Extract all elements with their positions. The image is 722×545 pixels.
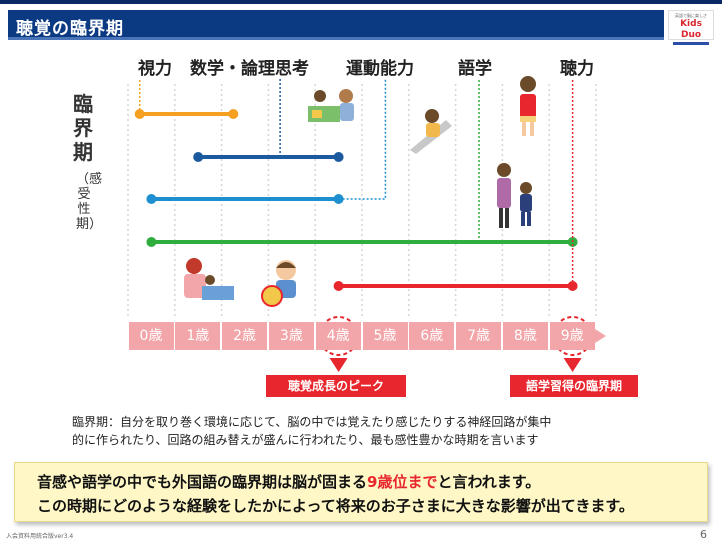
age-axis-arrowhead xyxy=(584,322,606,350)
summary-line-1-post: と言われます。 xyxy=(437,473,541,491)
age-tick-label: 2歳 xyxy=(222,322,269,350)
period-endpoint xyxy=(193,152,204,162)
footer-doc-label: 入会資料用統合版ver3.4 xyxy=(6,533,74,540)
title-bar: 聴覚の臨界期 xyxy=(8,10,664,40)
category-math-logic: 数学・論理思考 xyxy=(190,59,309,79)
period-endpoint xyxy=(146,237,157,247)
page-title: 聴覚の臨界期 xyxy=(16,19,124,39)
definition-line-2: 的に作られたり、回路の組み替えが盛んに行われたり、最も感性豊かな時期を言います xyxy=(72,433,539,447)
child-slide-illustration xyxy=(410,109,452,154)
category-motor: 運動能力 xyxy=(346,59,414,79)
mother-child-blocks-illustration xyxy=(184,258,234,300)
top-accent-bar xyxy=(0,0,722,4)
age-tick-label: 1歳 xyxy=(175,322,222,350)
children-playing-illustration xyxy=(308,89,354,122)
age-tick-label: 6歳 xyxy=(409,322,456,350)
callout-language-critical: 語学習得の臨界期 xyxy=(510,375,638,397)
summary-line-2: この時期にどのような経験をしたかによって将来のお子さまに大きな影響が出てきます。 xyxy=(37,497,634,515)
category-language: 語学 xyxy=(458,59,492,79)
side-label: 臨界期 xyxy=(73,92,93,164)
logo-wordmark: Kids Duo xyxy=(680,19,702,40)
age-tick-label: 0歳 xyxy=(128,322,175,350)
summary-line-1-highlight: 9歳位まで xyxy=(367,473,438,491)
logo-underline xyxy=(673,42,709,45)
category-hearing: 聴力 xyxy=(560,59,594,79)
period-endpoint xyxy=(146,194,157,204)
child-ball-illustration xyxy=(261,260,296,307)
age-tick-label: 3歳 xyxy=(268,322,315,350)
age-tick-label: 8歳 xyxy=(502,322,549,350)
highlight-pointer xyxy=(563,358,582,372)
category-vision: 視力 xyxy=(138,59,172,79)
callout-hearing-peak: 聴覚成長のピーク xyxy=(266,375,406,397)
period-endpoint xyxy=(228,109,239,119)
definition-text: 臨界期：自分を取り巻く環境に応じて、脳の中では覚えたり感じたりする神経回路が集中… xyxy=(72,413,632,449)
page-number: 6 xyxy=(700,528,707,541)
summary-line-1-pre: 音感や語学の中でも外国語の臨界期は脳が固まる xyxy=(37,473,368,491)
definition-line-1: 臨界期：自分を取り巻く環境に応じて、脳の中では覚えたり感じたりする神経回路が集中 xyxy=(72,415,552,429)
age-tick-label: 5歳 xyxy=(362,322,409,350)
logo-tagline: 英語で脳に楽しさ xyxy=(675,13,707,18)
kids-duo-logo: 英語で脳に楽しさ Kids Duo xyxy=(668,10,714,45)
child-microphone-illustration xyxy=(520,76,536,136)
mother-child-illustration xyxy=(497,163,532,228)
period-bars xyxy=(134,78,578,291)
summary-box: 音感や語学の中でも外国語の臨界期は脳が固まる9歳位までと言われます。 この時期に… xyxy=(14,462,708,522)
age-tick-label: 4歳 xyxy=(315,322,362,350)
highlight-pointer xyxy=(329,358,348,372)
period-endpoint xyxy=(333,281,344,291)
age-tick-label: 7歳 xyxy=(456,322,503,350)
period-endpoint xyxy=(333,152,344,162)
summary-line-1: 音感や語学の中でも外国語の臨界期は脳が固まる9歳位までと言われます。 xyxy=(37,471,540,492)
